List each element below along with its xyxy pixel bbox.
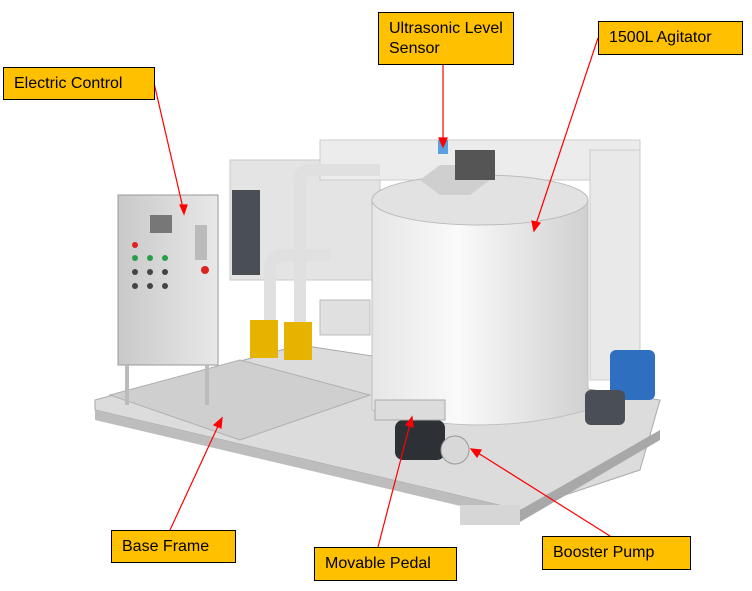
- label-booster-pump: Booster Pump: [542, 536, 691, 570]
- label-movable-pedal: Movable Pedal: [314, 547, 457, 581]
- leader-line-pedal: [377, 423, 411, 548]
- leader-line-electric-control: [153, 82, 184, 209]
- motor: [232, 190, 260, 275]
- leader-line-booster-pump: [477, 452, 611, 537]
- label-electric-control: Electric Control: [3, 67, 155, 100]
- booster-pump: [395, 420, 470, 465]
- electric-control-cabinet: [117, 194, 219, 405]
- label-base-frame: Base Frame: [111, 530, 236, 563]
- leader-line-base-frame: [169, 423, 220, 531]
- label-agitator: 1500L Agitator: [598, 21, 743, 55]
- valve: [250, 320, 278, 358]
- side-pump: [610, 350, 655, 400]
- agitator-tank: [371, 140, 589, 426]
- label-ultrasonic-level-sensor: Ultrasonic Level Sensor: [378, 12, 514, 65]
- valve: [284, 322, 312, 360]
- leader-line-agitator: [535, 37, 599, 225]
